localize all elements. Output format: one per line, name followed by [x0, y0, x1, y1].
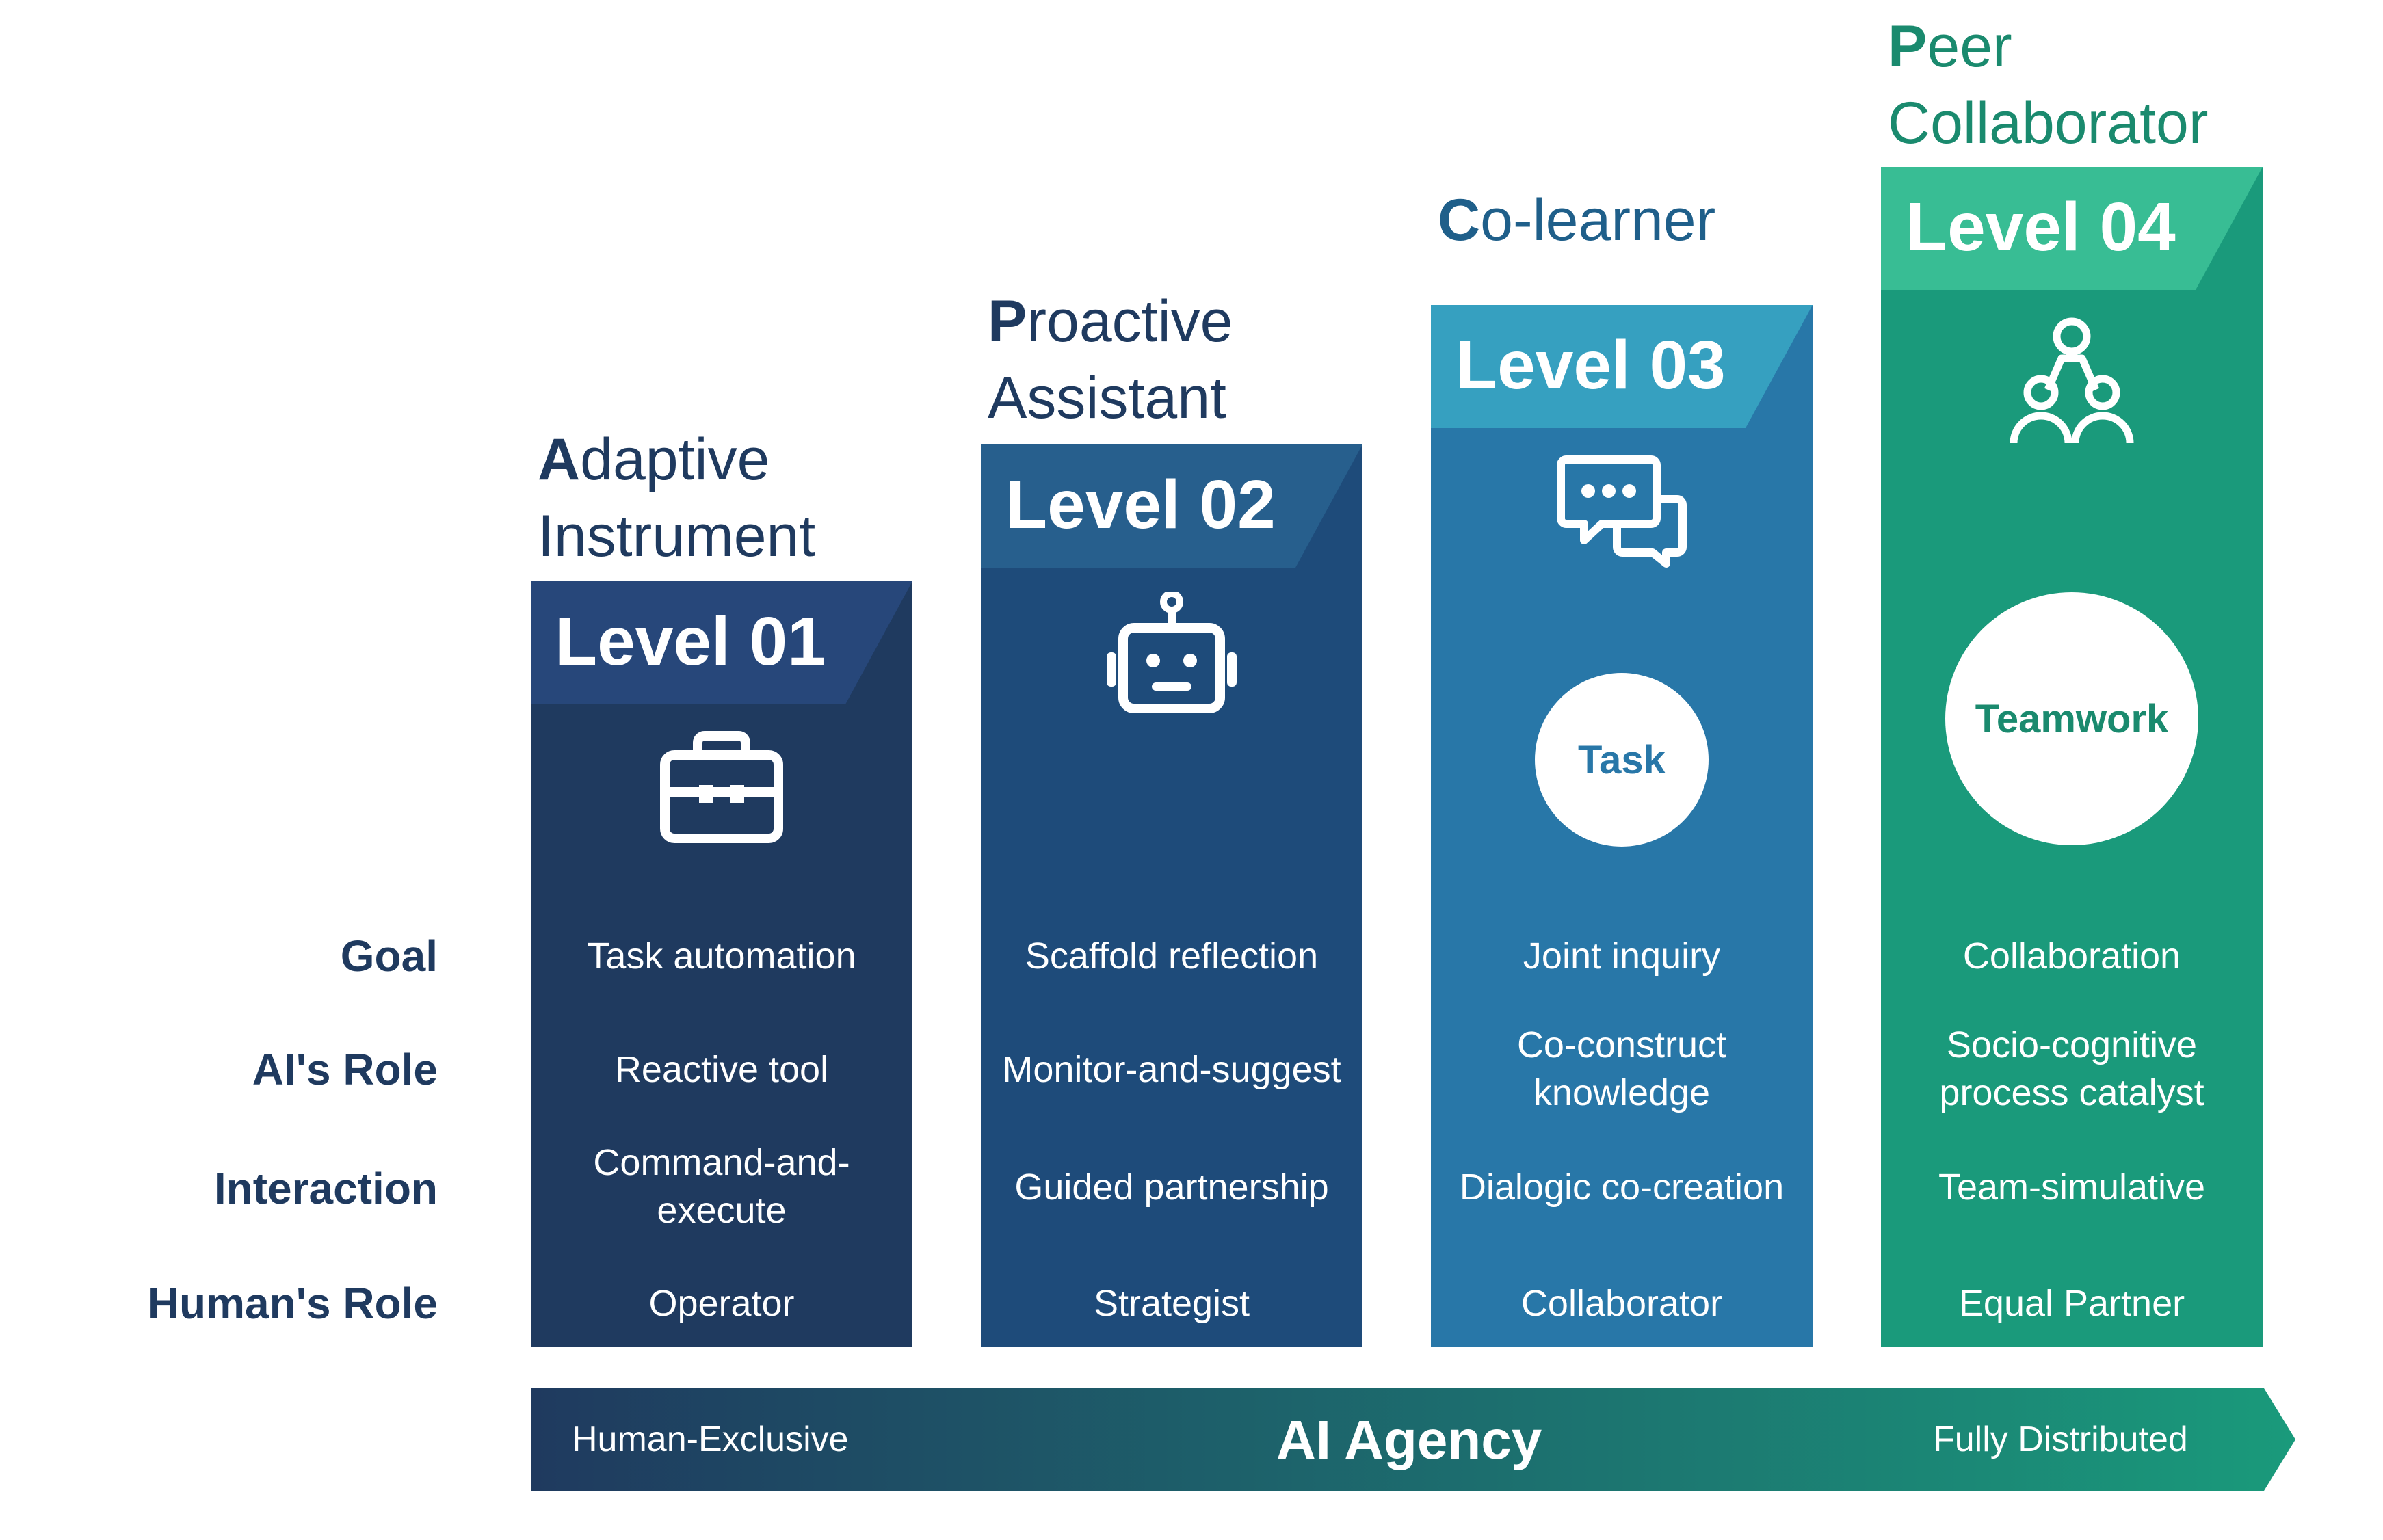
level-03-label: Level 03 [1456, 327, 1726, 403]
level-03-goal: Joint inquiry [1523, 935, 1721, 977]
level-01-ai-role: Reactive tool [614, 1049, 829, 1090]
level-04-circle-label: Teamwork [1975, 696, 2169, 741]
team-people-icon [2007, 316, 2137, 446]
level-04-label: Level 04 [1906, 189, 2176, 265]
row-label-goal: Goal [340, 931, 438, 981]
row-label-interaction: Interaction [213, 1164, 438, 1213]
agency-right-label: Fully Distributed [1933, 1420, 2188, 1459]
agency-center-label: AI Agency [1276, 1409, 1542, 1470]
level-02-human-role: Strategist [1093, 1283, 1250, 1324]
level-03-ai-role-line1: Co-construct [1516, 1024, 1727, 1065]
level-03-circle-label: Task [1578, 737, 1666, 782]
level-04-interaction: Team-simulative [1938, 1167, 2206, 1208]
level-01-goal: Task automation [587, 935, 856, 977]
level-03-interaction: Dialogic co-creation [1459, 1167, 1785, 1208]
level-03-band: Level 03 [1431, 305, 1813, 428]
row-label-ai-role: AI's Role [252, 1045, 438, 1094]
level-03-human-role: Collaborator [1520, 1283, 1723, 1324]
level-04-title: Peer Collaborator [1888, 14, 2209, 156]
robot-icon [1104, 592, 1239, 715]
level-02-body [981, 444, 1362, 1347]
level-04-human-role: Equal Partner [1958, 1283, 2185, 1324]
toolbox-icon [658, 729, 785, 845]
agency-left-label: Human-Exclusive [572, 1420, 849, 1459]
level-01-label: Level 01 [555, 603, 826, 680]
level-03-task-circle: Task [1535, 673, 1709, 847]
level-04-ai-role-line1: Socio-cognitive [1946, 1024, 2198, 1065]
level-01-interaction-line1: Command-and- [593, 1142, 850, 1183]
level-02-band: Level 02 [981, 444, 1362, 568]
level-02-label: Level 02 [1005, 466, 1276, 543]
level-02-title: Proactive Assistant [988, 289, 1233, 431]
chat-bubbles-icon [1557, 451, 1687, 568]
level-01-band: Level 01 [531, 581, 912, 704]
level-01-body [531, 581, 912, 1347]
level-02-interaction: Guided partnership [1014, 1167, 1329, 1208]
level-04-ai-role-line2: process catalyst [1939, 1072, 2204, 1113]
level-03-ai-role-line2: knowledge [1533, 1072, 1711, 1113]
row-label-human-role: Human's Role [147, 1279, 438, 1328]
level-04-goal: Collaboration [1962, 935, 2181, 977]
level-02-ai-role: Monitor-and-suggest [1002, 1049, 1341, 1090]
level-03-title: Co-learner [1438, 187, 1716, 253]
level-02-goal: Scaffold reflection [1025, 935, 1319, 977]
level-04-band: Level 04 [1881, 167, 2263, 290]
level-01-interaction-line2: execute [657, 1190, 787, 1231]
level-01-human-role: Operator [648, 1283, 795, 1324]
ai-agency-arrow: Human-Exclusive AI Agency Fully Distribu… [531, 1388, 2295, 1491]
level-01-title: Adaptive Instrument [538, 427, 816, 569]
level-04-teamwork-circle: Teamwork [1945, 592, 2198, 845]
